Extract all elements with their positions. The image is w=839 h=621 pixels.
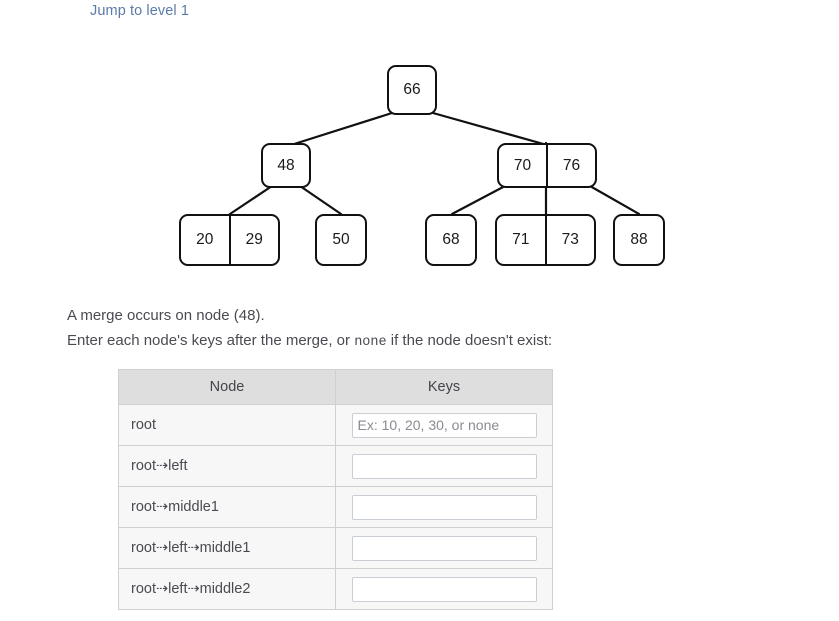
keys-cell (335, 568, 553, 610)
tree-node-key: 68 (442, 231, 460, 248)
tree-node-root: 66 (387, 65, 437, 115)
tree-node-key: 48 (277, 156, 295, 174)
tree-node-left-child2: 50 (315, 214, 367, 266)
keys-cell (335, 527, 553, 569)
keys-input-row-5[interactable] (351, 576, 537, 602)
tree-edges (228, 111, 641, 218)
tree-edge-right-to-right-child1 (450, 184, 507, 216)
table-row: root⇢left (118, 445, 553, 487)
tree-node-key: 70 (513, 156, 532, 174)
column-header-node: Node (118, 369, 336, 405)
tree-node-key: 71 (512, 231, 530, 248)
tree-node-key: 66 (403, 81, 421, 98)
instruction-none-keyword: none (354, 335, 387, 350)
instruction-statement: Enter each node's keys after the merge, … (67, 332, 552, 350)
tree-node-right: 70 76 (497, 143, 597, 188)
tree-node-key: 76 (546, 145, 595, 186)
merge-statement: A merge occurs on node (48). (67, 307, 265, 324)
table-row: root⇢middle1 (118, 486, 553, 528)
tree-node-key: 73 (544, 216, 595, 264)
tree-edge-right-to-right-child3 (588, 184, 641, 216)
node-path-label: root (118, 404, 336, 446)
table-row: root (118, 404, 553, 446)
tree-node-right-child3: 88 (613, 214, 665, 266)
keys-input-row-1[interactable] (351, 412, 537, 438)
tree-node-key: 20 (196, 231, 214, 248)
node-path-label: root⇢middle1 (118, 486, 336, 528)
instruction-after: if the node doesn't exist: (386, 332, 553, 349)
tree-node-key: 50 (332, 231, 350, 248)
tree-node-right-child2: 71 73 (495, 214, 596, 266)
answer-table: Node Keys rootroot⇢leftroot⇢middle1root⇢… (118, 369, 553, 610)
node-path-label: root⇢left (118, 445, 336, 487)
table-row: root⇢left⇢middle2 (118, 568, 553, 610)
keys-cell (335, 486, 553, 528)
tree-edge-left-to-left-child1 (228, 184, 274, 216)
keys-cell (335, 445, 553, 487)
tree-node-key: 29 (228, 216, 279, 264)
node-path-label: root⇢left⇢middle1 (118, 527, 336, 569)
table-header-row: Node Keys (118, 369, 553, 405)
tree-edge-root-to-right (431, 111, 549, 147)
tree-node-key: 88 (630, 231, 648, 248)
tree-edge-left-to-left-child2 (298, 184, 343, 216)
instruction-before: Enter each node's keys after the merge, … (67, 332, 355, 349)
keys-input-row-3[interactable] (351, 494, 537, 520)
table-row: root⇢left⇢middle1 (118, 527, 553, 569)
keys-cell (335, 404, 553, 446)
tree-edge-root-to-left (289, 111, 394, 147)
node-path-label: root⇢left⇢middle2 (118, 568, 336, 610)
column-header-keys: Keys (335, 369, 553, 405)
keys-input-row-4[interactable] (351, 535, 537, 561)
tree-node-left: 48 (261, 143, 311, 188)
tree-node-right-child1: 68 (425, 214, 477, 266)
jump-to-level-link[interactable]: Jump to level 1 (90, 3, 190, 19)
keys-input-row-2[interactable] (351, 453, 537, 479)
